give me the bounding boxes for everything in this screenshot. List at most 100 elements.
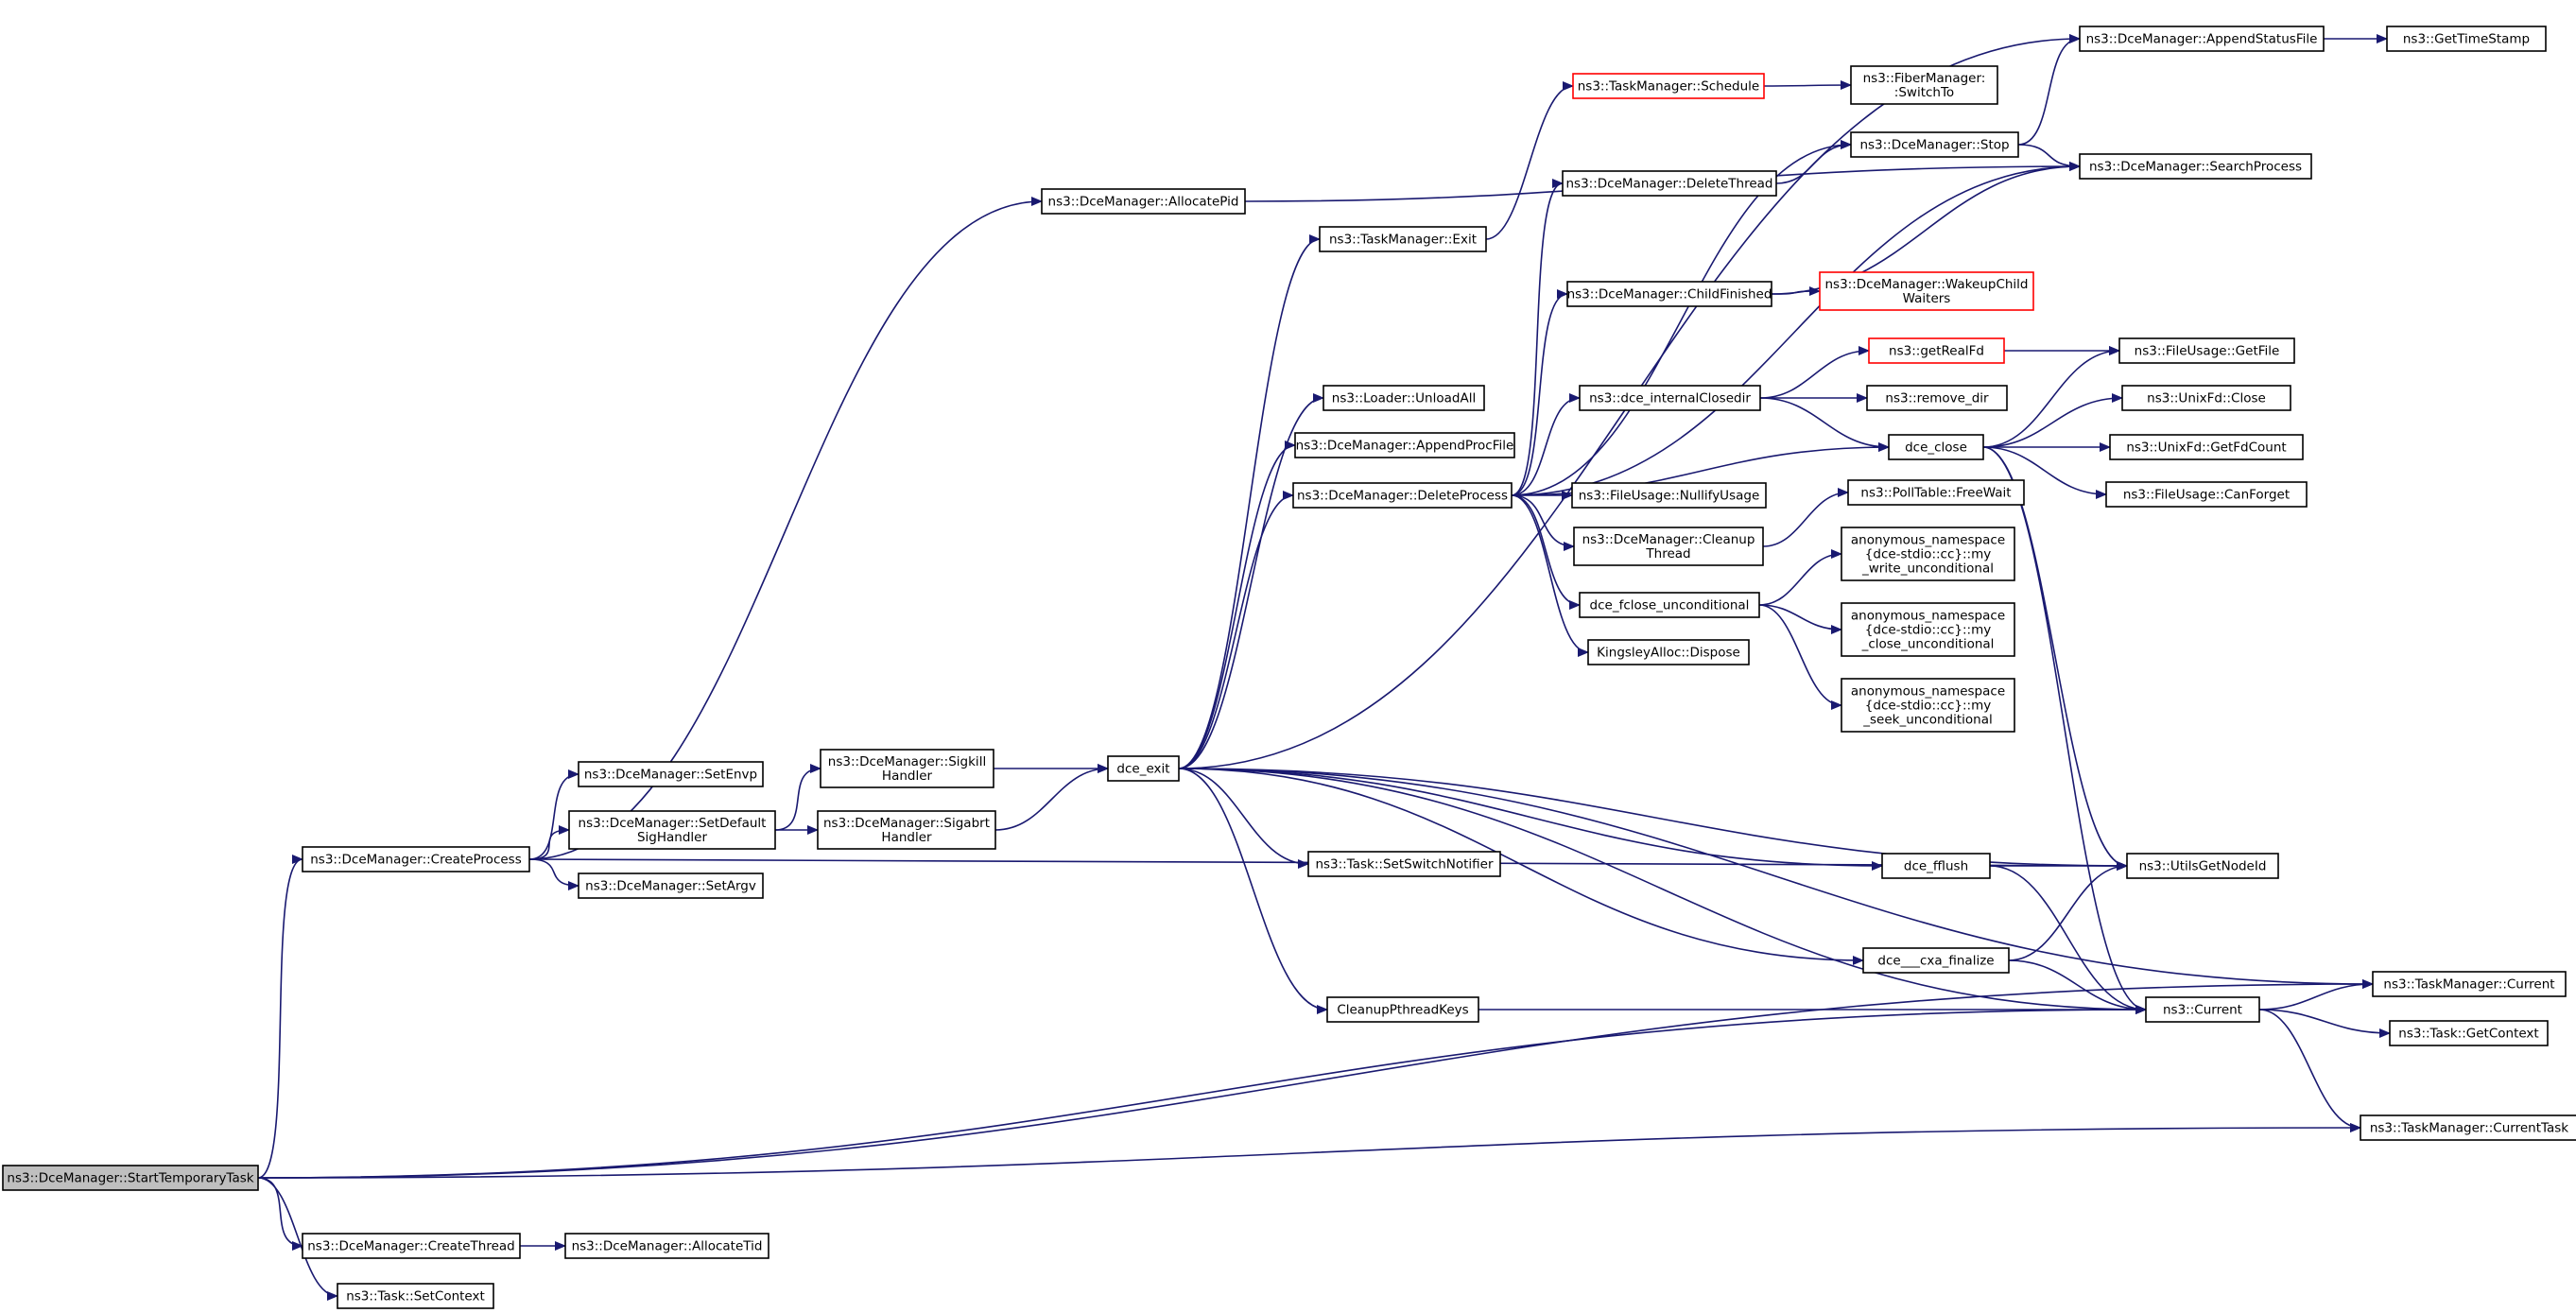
node-ns3-dcemanager-allocatepid[interactable]: ns3::DceManager::AllocatePid [1041, 188, 1246, 215]
edge-schedule-to-switchto [1763, 80, 1852, 91]
node-label: ns3::Loader::UnloadAll [1332, 391, 1476, 406]
node-ns3-unixfd-close[interactable]: ns3::UnixFd::Close [2121, 385, 2291, 411]
node-ns3-dce-internalclosedir[interactable]: ns3::dce_internalClosedir [1579, 385, 1761, 411]
node-dce-cxa-finalize[interactable]: dce___cxa_finalize [1862, 947, 2010, 974]
node-ns3-current[interactable]: ns3::Current [2145, 996, 2260, 1023]
node-ns3-dcemanager-childfinished[interactable]: ns3::DceManager::ChildFinished [1566, 281, 1772, 307]
node-box [1850, 65, 1998, 105]
node-label: ns3::DceManager::SearchProcess [2089, 160, 2302, 175]
node-ns3-dcemanager-deleteprocess[interactable]: ns3::DceManager::DeleteProcess [1292, 482, 1513, 509]
node-label: ns3::FileUsage::NullifyUsage [1579, 489, 1760, 504]
node-anonymous-namespace-dce-stdio-cc-my-write-unconditional[interactable]: anonymous_namespace{dce-stdio::cc}::my_w… [1841, 527, 2015, 581]
node-label: ns3::UnixFd::GetFdCount [2126, 441, 2286, 456]
node-ns3-getrealfd[interactable]: ns3::getRealFd [1868, 337, 2005, 364]
node-box [1850, 131, 2019, 158]
node-dce-close[interactable]: dce_close [1888, 434, 1984, 460]
node-label: ns3::DceManager::Cleanup [1582, 532, 1755, 547]
node-ns3-polltable-freewait[interactable]: ns3::PollTable::FreeWait [1847, 479, 2025, 506]
edge-start-to-tmcurrent [257, 979, 2374, 1179]
node-ns3-taskmanager-current[interactable]: ns3::TaskManager::Current [2372, 971, 2567, 997]
node-ns3-dcemanager-allocatetid[interactable]: ns3::DceManager::AllocateTid [564, 1233, 769, 1259]
node-box [1307, 851, 1501, 877]
node-box [302, 846, 530, 872]
node-label: ns3::dce_internalClosedir [1589, 391, 1751, 406]
node-dce-fflush[interactable]: dce_fflush [1881, 853, 1991, 879]
node-box [1841, 527, 2015, 581]
node-anonymous-namespace-dce-stdio-cc-my-seek-unconditional[interactable]: anonymous_namespace{dce-stdio::cc}::my_s… [1841, 678, 2015, 733]
node-label: SigHandler [637, 830, 707, 845]
edge-fcloseuncond-to-mywrite [1758, 549, 1842, 606]
node-ns3-task-setswitchnotifier[interactable]: ns3::Task::SetSwitchNotifier [1307, 851, 1501, 877]
node-label: ns3::Task::SetSwitchNotifier [1315, 857, 1494, 872]
node-label: ns3::DceManager::StartTemporaryTask [7, 1171, 253, 1186]
node-ns3-task-getcontext[interactable]: ns3::Task::GetContext [2389, 1020, 2549, 1046]
edge-start-to-tasksetcontext [257, 1177, 338, 1301]
node-ns3-remove-dir[interactable]: ns3::remove_dir [1866, 385, 2008, 411]
node-ns3-dcemanager-stop[interactable]: ns3::DceManager::Stop [1850, 131, 2019, 158]
node-label: _write_unconditional [1861, 561, 1994, 577]
node-label: ns3::DceManager::AllocateTid [572, 1239, 763, 1254]
node-box [2105, 481, 2308, 508]
node-box [1566, 281, 1772, 307]
node-label: ns3::UtilsGetNodeId [2139, 859, 2267, 874]
node-box [2121, 385, 2291, 411]
node-ns3-taskmanager-exit[interactable]: ns3::TaskManager::Exit [1319, 226, 1487, 252]
node-ns3-fileusage-getfile[interactable]: ns3::FileUsage::GetFile [2118, 337, 2295, 364]
node-ns3-utilsgetnodeid[interactable]: ns3::UtilsGetNodeId [2126, 853, 2279, 879]
node-ns3-dcemanager-appendprocfile[interactable]: ns3::DceManager::AppendProcFile [1294, 432, 1515, 458]
edge-createprocess-to-setenvp [528, 769, 579, 860]
edge-deleteprocess-to-fcloseuncond [1511, 494, 1581, 610]
node-label: ns3::remove_dir [1885, 391, 1989, 406]
node-box [1107, 755, 1180, 782]
node-ns3-dcemanager-setargv[interactable]: ns3::DceManager::SetArgv [578, 872, 764, 899]
edge-dceexit-to-appendproc [1178, 441, 1296, 769]
node-ns3-fileusage-canforget[interactable]: ns3::FileUsage::CanForget [2105, 481, 2308, 508]
node-kingsleyalloc-dispose[interactable]: KingsleyAlloc::Dispose [1587, 639, 1750, 665]
node-ns3-dcemanager-setenvp[interactable]: ns3::DceManager::SetEnvp [578, 761, 764, 787]
node-ns3-loader-unloadall[interactable]: ns3::Loader::UnloadAll [1323, 385, 1485, 411]
edge-createprocess-to-setdefaultsig [528, 825, 570, 860]
node-cleanuppthreadkeys[interactable]: CleanupPthreadKeys [1326, 996, 1479, 1023]
node-ns3-task-setcontext[interactable]: ns3::Task::SetContext [337, 1283, 494, 1309]
node-ns3-dcemanager-createprocess[interactable]: ns3::DceManager::CreateProcess [302, 846, 530, 872]
node-label: ns3::Current [2163, 1003, 2242, 1018]
node-ns3-taskmanager-schedule[interactable]: ns3::TaskManager::Schedule [1572, 73, 1765, 99]
node-label: ns3::DceManager::AllocatePid [1048, 195, 1239, 210]
node-label: :SwitchTo [1894, 85, 1954, 100]
node-label: ns3::FiberManager: [1863, 71, 1986, 86]
node-box [1847, 479, 2025, 506]
node-dce-exit[interactable]: dce_exit [1107, 755, 1180, 782]
node-label: ns3::DceManager::AppendProcFile [1296, 439, 1514, 454]
node-ns3-fibermanager-switchto[interactable]: ns3::FiberManager::SwitchTo [1850, 65, 1998, 105]
node-label: ns3::DceManager::SetArgv [585, 879, 756, 894]
node-ns3-dcemanager-deletethread[interactable]: ns3::DceManager::DeleteThread [1562, 170, 1777, 197]
node-ns3-dcemanager-createthread[interactable]: ns3::DceManager::CreateThread [302, 1233, 521, 1259]
node-dce-fclose-unconditional[interactable]: dce_fclose_unconditional [1579, 592, 1760, 618]
node-box [1571, 482, 1767, 509]
node-box [1579, 592, 1760, 618]
node-box [820, 749, 994, 788]
node-anonymous-namespace-dce-stdio-cc-my-close-unconditional[interactable]: anonymous_namespace{dce-stdio::cc}::my_c… [1841, 602, 2015, 657]
node-label: ns3::DceManager::SetDefault [579, 816, 767, 831]
edge-dceexit-to-dcefflush [1178, 768, 1883, 871]
node-ns3-dcemanager-searchprocess[interactable]: ns3::DceManager::SearchProcess [2079, 153, 2312, 180]
node-ns3-dcemanager-appendstatusfile[interactable]: ns3::DceManager::AppendStatusFile [2079, 26, 2325, 52]
node-label: ns3::UnixFd::Close [2147, 391, 2266, 406]
node-ns3-taskmanager-currenttask[interactable]: ns3::TaskManager::CurrentTask [2360, 1114, 2576, 1141]
edge-ns3current-to-tmcurrent [2258, 979, 2374, 1011]
node-ns3-fileusage-nullifyusage[interactable]: ns3::FileUsage::NullifyUsage [1571, 482, 1767, 509]
node-ns3-gettimestamp[interactable]: ns3::GetTimeStamp [2386, 26, 2547, 52]
edge-dceclose-to-canforget [1982, 446, 2107, 499]
edge-start-to-tmcurrenttask [257, 1123, 2361, 1179]
node-box [578, 872, 764, 899]
node-ns3-unixfd-getfdcount[interactable]: ns3::UnixFd::GetFdCount [2109, 434, 2304, 460]
edge-internalclosedir-to-getrealfd [1759, 346, 1870, 399]
edge-deleteprocess-to-internalclosedir [1511, 393, 1581, 496]
node-label: Handler [881, 830, 932, 845]
